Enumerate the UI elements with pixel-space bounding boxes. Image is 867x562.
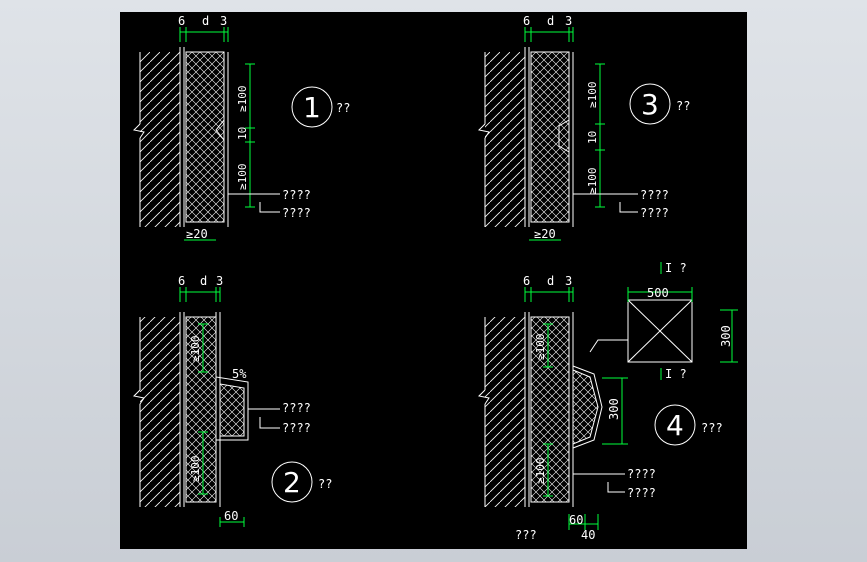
detail-3[interactable]: 6 d 3 ≥100 10 ≥100 ≥20 ???? ???? 3 ??: [477, 14, 690, 241]
d3-dim-top-1: d: [547, 14, 554, 28]
d1-title: ??: [336, 101, 350, 115]
detail-4[interactable]: 6 d 3 ≥100 ≥100 500 300 I ? I ? 300: [477, 261, 738, 542]
d2-note-0: ????: [282, 401, 311, 415]
d2-dim-bottom: 60: [224, 509, 238, 523]
d3-note-1: ????: [640, 206, 669, 220]
d1-note-1: ????: [282, 206, 311, 220]
d3-note-0: ????: [640, 188, 669, 202]
d3-dim-top-2: 3: [565, 14, 572, 28]
d1-dim-top-0: 6: [178, 14, 185, 28]
cad-drawing-canvas[interactable]: 6 d 3 ≥100 10 ≥100 ≥20 ???? ???? 1 ??: [120, 12, 747, 549]
d4-section-bottom: I ?: [665, 367, 687, 381]
d3-dim-v-0: ≥100: [586, 82, 599, 109]
d2-number: 2: [283, 466, 301, 499]
d1-number: 1: [303, 91, 321, 124]
d3-dim-top-0: 6: [523, 14, 530, 28]
d3-dim-v-1: 10: [586, 131, 599, 144]
detail-1[interactable]: 6 d 3 ≥100 10 ≥100 ≥20 ???? ???? 1 ??: [132, 14, 350, 241]
d4-box-width: 500: [647, 286, 669, 300]
d4-dim-bottom-1: 40: [581, 528, 595, 542]
d4-number: 4: [666, 409, 684, 442]
d3-number: 3: [641, 88, 659, 121]
d2-dim-v-0: ≥100: [189, 336, 202, 363]
d1-dim-v-2: ≥100: [236, 164, 249, 191]
d4-profile-height: 300: [607, 398, 621, 420]
d4-box-height: 300: [719, 325, 733, 347]
d1-dim-top-2: 3: [220, 14, 227, 28]
d4-dim-top-0: 6: [523, 274, 530, 288]
d4-dim-v-1: ≥100: [534, 458, 547, 485]
d1-dim-v-1: 10: [236, 127, 249, 140]
cad-drawing: 6 d 3 ≥100 10 ≥100 ≥20 ???? ???? 1 ??: [132, 14, 738, 542]
d2-note-1: ????: [282, 421, 311, 435]
d1-dim-bottom: ≥20: [186, 227, 208, 241]
d4-dim-bottom-0: 60: [569, 513, 583, 527]
d2-dim-v-1: ≥100: [189, 456, 202, 483]
d3-dim-v-2: ≥100: [586, 168, 599, 195]
d4-footer: ???: [515, 528, 537, 542]
d4-title: ???: [701, 421, 723, 435]
d2-dim-top-2: 3: [216, 274, 223, 288]
detail-2[interactable]: 6 d 3 ≥100 ≥100 5% 60 ???? ???? 2 ??: [132, 274, 332, 527]
d4-dim-top-1: d: [547, 274, 554, 288]
d1-dim-top-1: d: [202, 14, 209, 28]
d2-dim-top-1: d: [200, 274, 207, 288]
d3-title: ??: [676, 99, 690, 113]
d3-dim-bottom: ≥20: [534, 227, 556, 241]
d4-section-top: I ?: [665, 261, 687, 275]
d1-dim-v-0: ≥100: [236, 86, 249, 113]
d4-dim-v-0: ≥100: [534, 334, 547, 361]
d2-slope: 5%: [232, 367, 247, 381]
d4-dim-top-2: 3: [565, 274, 572, 288]
d2-title: ??: [318, 477, 332, 491]
d4-note-1: ????: [627, 486, 656, 500]
d2-dim-top-0: 6: [178, 274, 185, 288]
d1-note-0: ????: [282, 188, 311, 202]
d4-note-0: ????: [627, 467, 656, 481]
